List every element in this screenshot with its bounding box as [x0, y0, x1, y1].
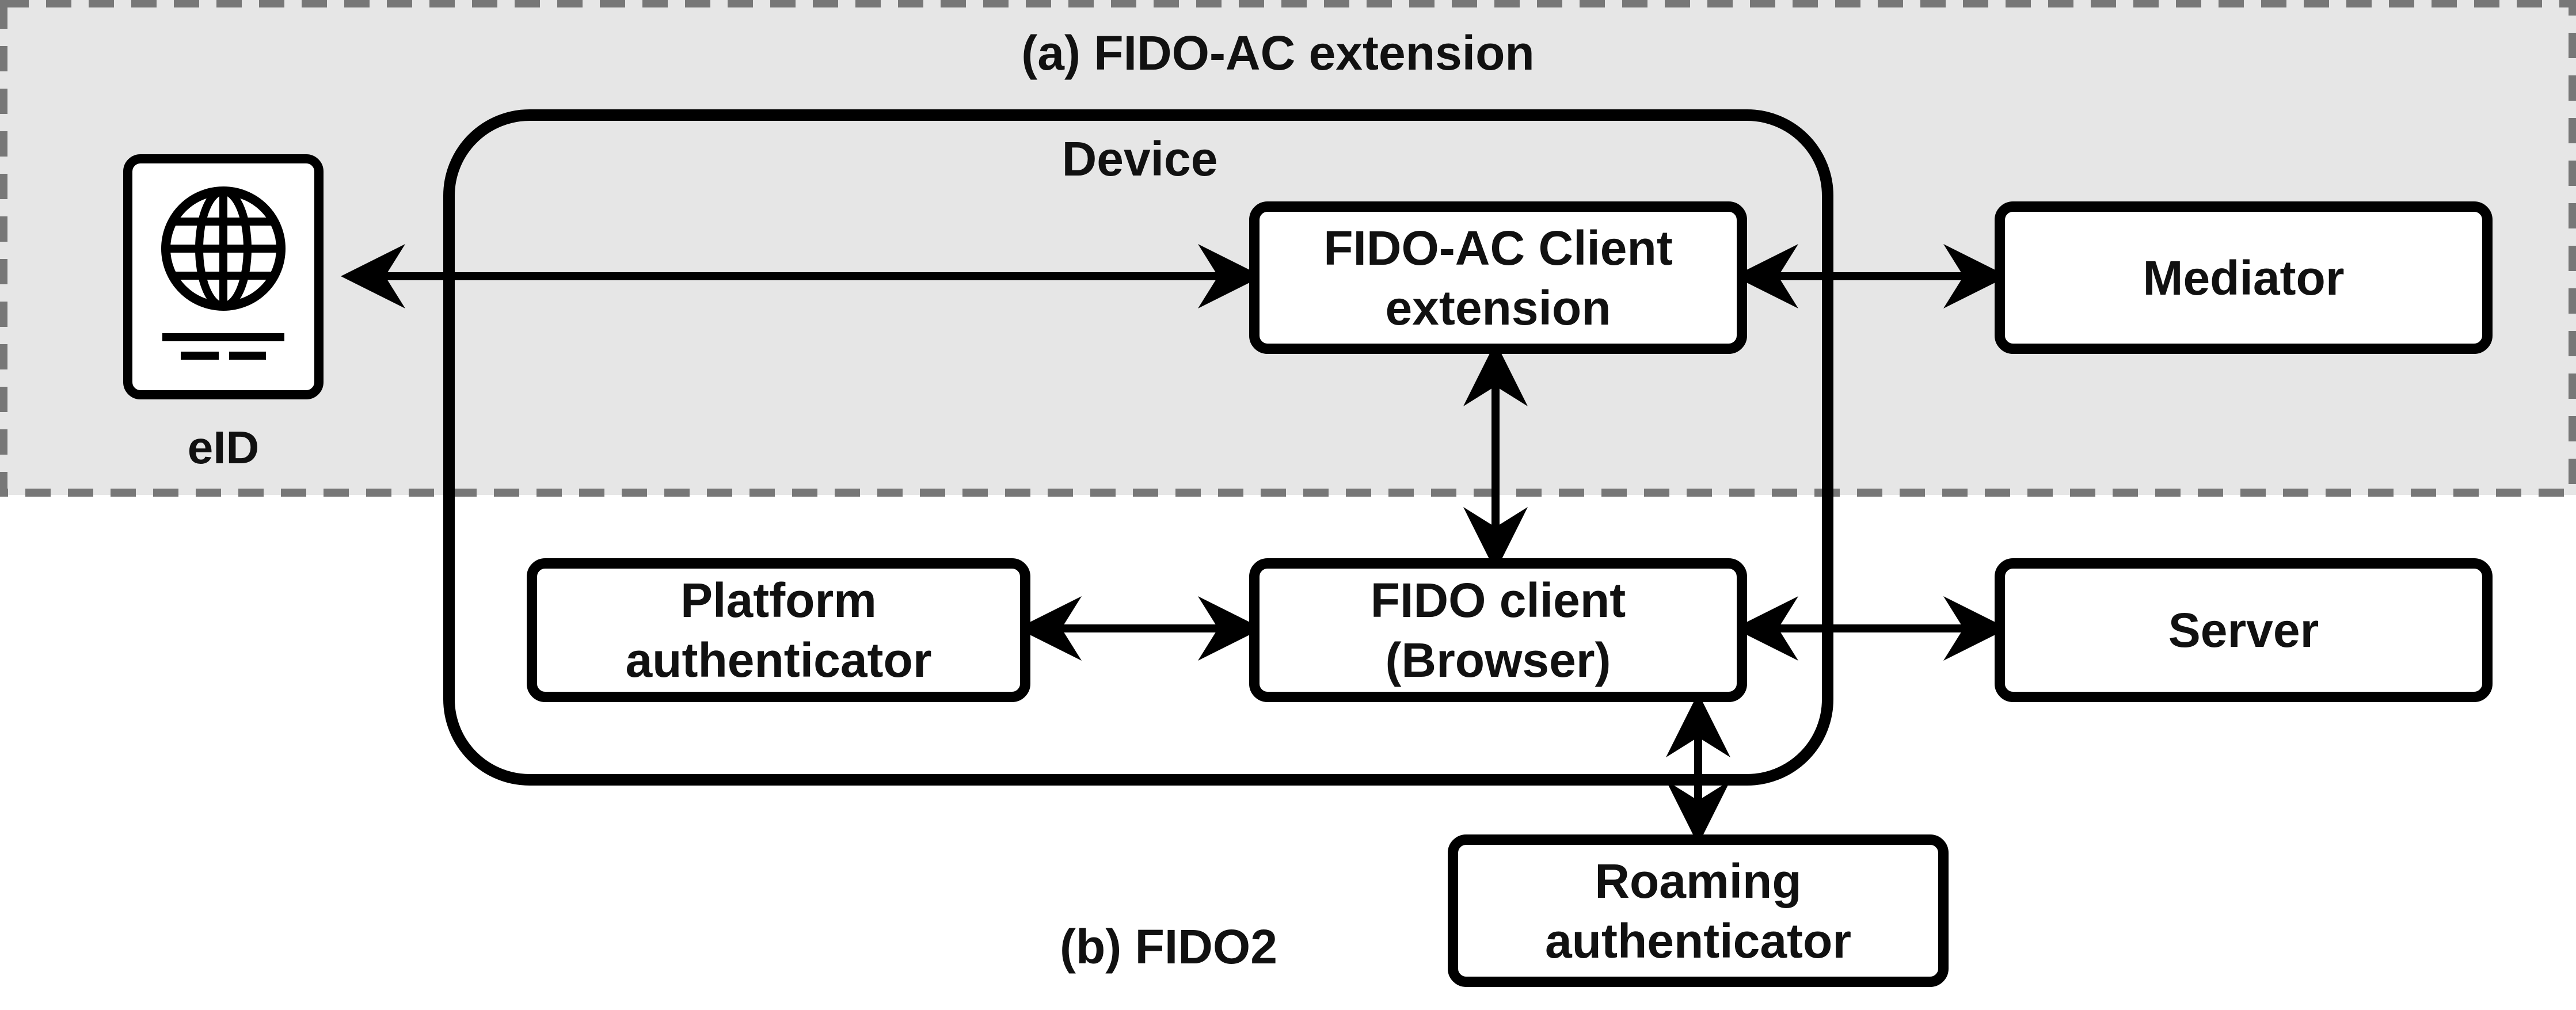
fido-client-label-line2: (Browser): [1385, 633, 1611, 687]
roaming-authenticator-box: Roaming authenticator: [1448, 834, 1949, 987]
extension-region-title: (a) FIDO-AC extension: [1021, 26, 1535, 80]
platform-authenticator-label-line1: Platform: [680, 573, 877, 627]
fido-client-browser-box: FIDO client (Browser): [1249, 558, 1747, 702]
mediator-label: Mediator: [2143, 250, 2345, 305]
roaming-authenticator-label-line2: authenticator: [1544, 913, 1852, 968]
device-container: [443, 109, 1833, 786]
passport-globe-icon: [123, 154, 324, 399]
fido2-region-title: (b) FIDO2: [1060, 920, 1277, 974]
platform-authenticator-label-line2: authenticator: [625, 633, 932, 687]
device-title: Device: [1061, 132, 1218, 186]
platform-authenticator-box: Platform authenticator: [527, 558, 1030, 702]
eid-label: eID: [187, 422, 260, 473]
server-label: Server: [2168, 603, 2319, 657]
fido-ac-client-extension-box: FIDO-AC Client extension: [1249, 201, 1747, 354]
extension-region-border: [0, 0, 2576, 497]
server-box: Server: [1995, 558, 2493, 702]
mediator-box: Mediator: [1995, 201, 2493, 354]
fido-ac-client-extension-label-line1: FIDO-AC Client: [1323, 220, 1673, 275]
roaming-authenticator-label-line1: Roaming: [1595, 853, 1802, 908]
fido-ac-client-extension-label-line2: extension: [1385, 280, 1611, 335]
fido-client-label-line1: FIDO client: [1370, 573, 1626, 627]
